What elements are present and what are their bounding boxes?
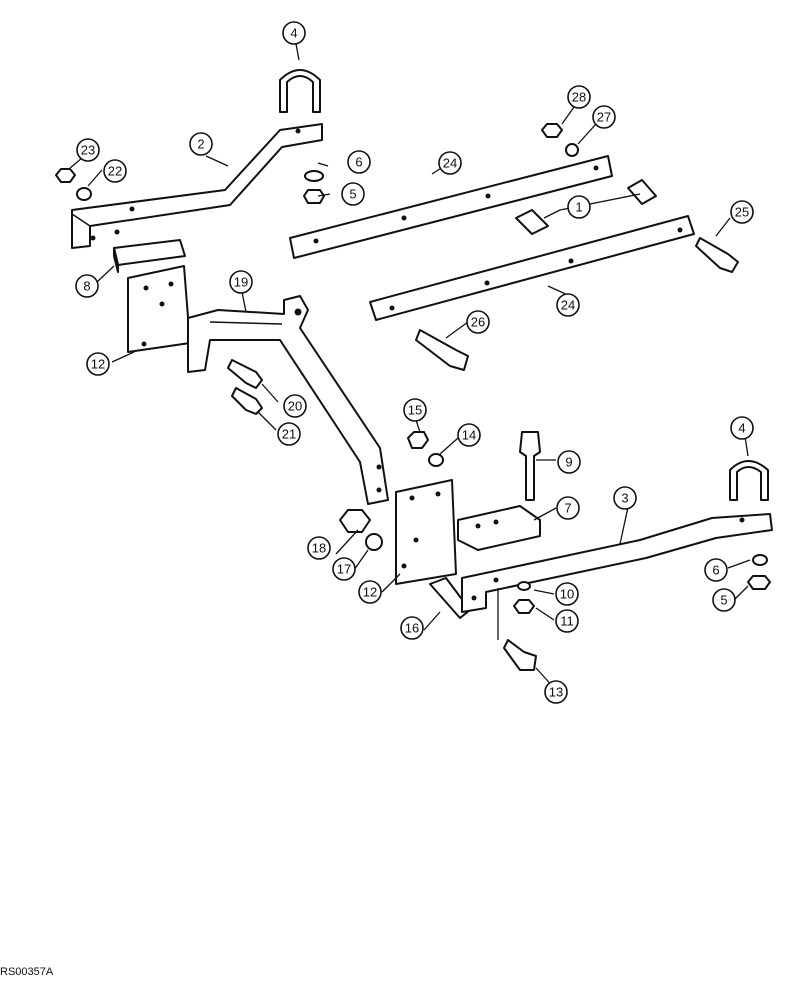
callout-13: 13 (544, 680, 568, 704)
svg-text:7: 7 (564, 501, 571, 516)
callout-6-right: 6 (704, 558, 728, 582)
callout-18: 18 (307, 536, 331, 560)
callout-5-top: 5 (341, 182, 365, 206)
plate-right (395, 479, 457, 585)
callout-28: 28 (567, 85, 591, 109)
bolt-vertical (519, 431, 541, 501)
callout-25: 25 (730, 200, 754, 224)
bracket-bar-left (71, 123, 323, 249)
nut-washer-left-low (339, 509, 383, 551)
callout-3: 3 (613, 486, 637, 510)
callout-4-top: 4 (282, 21, 306, 45)
svg-text:8: 8 (83, 279, 90, 294)
bolt-long (415, 329, 469, 371)
leader-lines (69, 43, 751, 691)
svg-text:14: 14 (462, 428, 476, 443)
callout-27: 27 (592, 105, 616, 129)
angle-bracket (113, 239, 186, 273)
callout-5-right: 5 (712, 588, 736, 612)
svg-text:5: 5 (720, 593, 727, 608)
svg-text:27: 27 (597, 110, 611, 125)
nuts-right-top (541, 123, 579, 157)
callout-15: 15 (403, 398, 427, 422)
svg-text:2: 2 (197, 137, 204, 152)
svg-text:6: 6 (355, 155, 362, 170)
svg-text:12: 12 (91, 357, 105, 372)
svg-text:17: 17 (337, 562, 351, 577)
svg-text:4: 4 (290, 26, 297, 41)
callout-10: 10 (555, 582, 579, 606)
callout-2: 2 (189, 132, 213, 156)
svg-text:12: 12 (363, 585, 377, 600)
svg-text:6: 6 (712, 563, 719, 578)
svg-text:15: 15 (408, 403, 422, 418)
svg-text:26: 26 (471, 315, 485, 330)
svg-text:4: 4 (738, 421, 745, 436)
bolt-right (695, 237, 739, 273)
svg-text:3: 3 (621, 491, 628, 506)
bracket-bar-right (461, 513, 773, 613)
callout-1: 1 (567, 195, 591, 219)
callout-19: 19 (229, 270, 253, 294)
svg-text:24: 24 (561, 298, 575, 313)
arm-bracket (187, 295, 389, 505)
callout-23: 23 (76, 138, 100, 162)
washer-nut-top (303, 170, 325, 204)
nut-washer-mid (407, 431, 444, 467)
callout-12-left: 12 (86, 352, 110, 376)
callout-26: 26 (466, 310, 490, 334)
callout-4-right: 4 (730, 416, 754, 440)
callout-11: 11 (555, 609, 579, 633)
bolt-lower (503, 639, 537, 671)
nuts-left (55, 168, 92, 201)
u-bolt-top (279, 69, 321, 113)
callout-8: 8 (75, 274, 99, 298)
washer-nut-low (513, 581, 535, 614)
svg-text:25: 25 (735, 205, 749, 220)
callout-9: 9 (557, 450, 581, 474)
spacers (515, 179, 657, 235)
callout-14: 14 (457, 423, 481, 447)
callout-16: 16 (400, 616, 424, 640)
svg-text:28: 28 (572, 90, 586, 105)
callout-21: 21 (277, 422, 301, 446)
svg-text:1: 1 (575, 200, 582, 215)
svg-text:21: 21 (282, 427, 296, 442)
svg-text:20: 20 (288, 399, 302, 414)
svg-text:23: 23 (81, 143, 95, 158)
svg-text:22: 22 (108, 164, 122, 179)
plate-left (127, 265, 191, 353)
figure-reference-id: RS00357A (0, 966, 54, 978)
callout-24-lower: 24 (556, 293, 580, 317)
callout-20: 20 (283, 394, 307, 418)
svg-text:19: 19 (234, 275, 248, 290)
svg-text:24: 24 (443, 156, 457, 171)
svg-text:11: 11 (560, 614, 574, 629)
u-bolt-right (729, 460, 769, 501)
flat-bar-lower (369, 215, 695, 321)
mount-bracket (457, 505, 541, 551)
callout-12-right: 12 (358, 580, 382, 604)
callout-22: 22 (103, 159, 127, 183)
callout-7: 7 (556, 496, 580, 520)
svg-text:18: 18 (312, 541, 326, 556)
bolts-arm (227, 359, 263, 415)
svg-text:10: 10 (560, 587, 574, 602)
flat-bar-upper (289, 155, 613, 259)
svg-text:16: 16 (405, 621, 419, 636)
svg-text:5: 5 (349, 187, 356, 202)
callout-24-upper: 24 (438, 151, 462, 175)
callout-17: 17 (332, 557, 356, 581)
washer-nut-right (747, 554, 771, 590)
callout-6-top: 6 (347, 150, 371, 174)
svg-text:13: 13 (549, 685, 563, 700)
svg-text:9: 9 (565, 455, 572, 470)
